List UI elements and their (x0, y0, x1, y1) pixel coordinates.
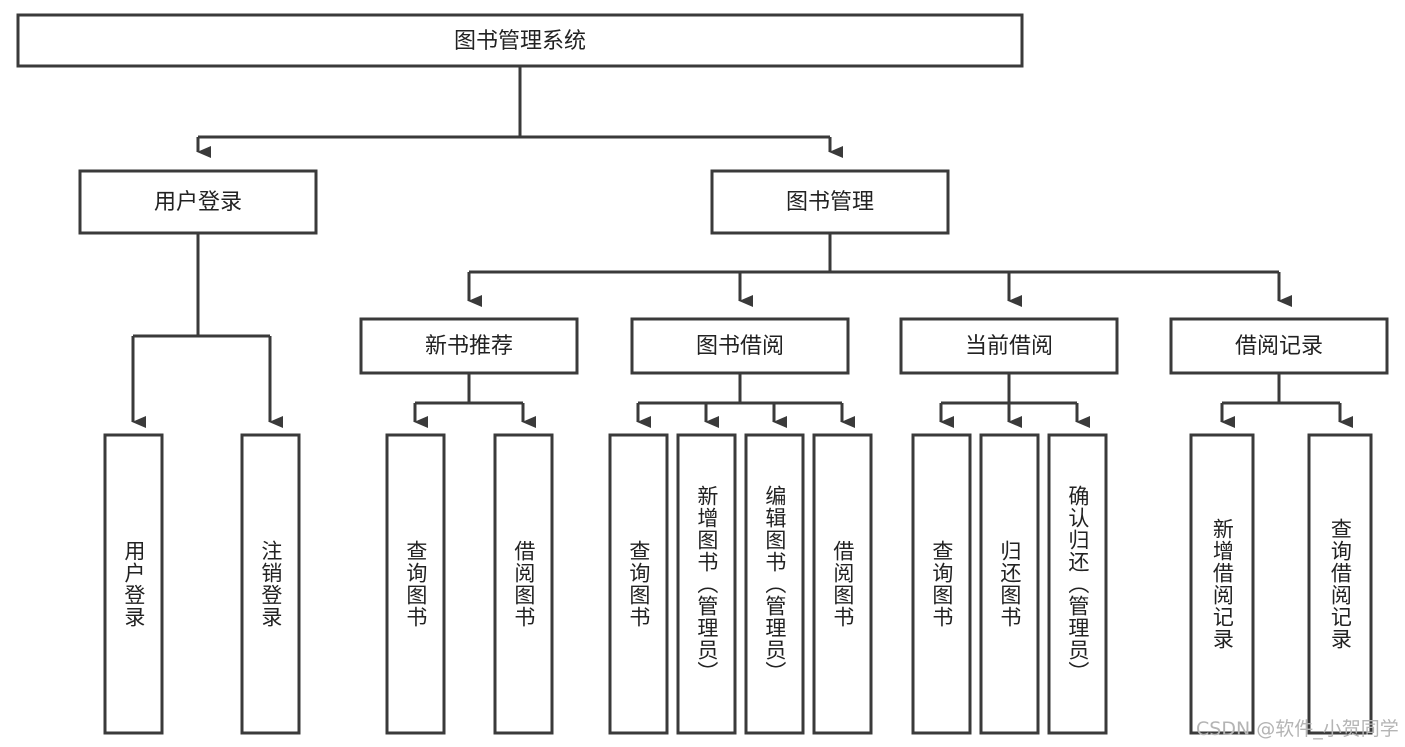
leaf-box-return-book[interactable] (979, 433, 1040, 735)
node-root-box[interactable] (16, 13, 1024, 68)
leaf-box-edit-book[interactable] (744, 433, 805, 735)
leaf-box-confirm-return[interactable] (1047, 433, 1108, 735)
node-current-borrow[interactable]: 当前借阅 (899, 317, 1119, 375)
leaf-box-query-book-3[interactable] (911, 433, 972, 735)
node-root-label: 图书管理系统 (454, 29, 586, 54)
node-book-borrow[interactable]: 图书借阅 (630, 317, 850, 375)
node-user-login[interactable]: 用户登录 (78, 169, 318, 235)
leaf-box-borrow-book-2[interactable] (812, 433, 873, 735)
leaf-box-query-book-1[interactable] (385, 433, 446, 735)
node-current-borrow-label: 当前借阅 (965, 334, 1053, 359)
node-new-book-rec-box[interactable] (359, 317, 579, 375)
node-current-borrow-box[interactable] (899, 317, 1119, 375)
node-new-book-rec[interactable]: 新书推荐 (359, 317, 579, 375)
node-borrow-record-label: 借阅记录 (1235, 334, 1323, 359)
leaf-box-user-login[interactable] (103, 433, 164, 735)
node-user-login-label: 用户登录 (154, 190, 242, 215)
node-root[interactable]: 图书管理系统 (16, 13, 1024, 68)
node-book-borrow-label: 图书借阅 (696, 334, 784, 359)
node-book-borrow-box[interactable] (630, 317, 850, 375)
leaf-box-add-record[interactable] (1189, 433, 1255, 735)
leaf-box-add-book[interactable] (676, 433, 737, 735)
node-user-login-box[interactable] (78, 169, 318, 235)
leaf-boxes (103, 433, 1373, 735)
connectors (131, 66, 1353, 428)
csdn-watermark: CSDN @软件_小贺同学 (1196, 718, 1399, 740)
node-book-manage-label: 图书管理 (786, 190, 874, 215)
leaf-box-query-record[interactable] (1307, 433, 1373, 735)
node-book-manage-box[interactable] (710, 169, 950, 235)
leaf-box-borrow-book-1[interactable] (493, 433, 554, 735)
node-borrow-record-box[interactable] (1169, 317, 1389, 375)
leaf-box-logout[interactable] (240, 433, 301, 735)
leaf-box-query-book-2[interactable] (608, 433, 669, 735)
node-book-manage[interactable]: 图书管理 (710, 169, 950, 235)
node-new-book-rec-label: 新书推荐 (425, 334, 513, 359)
node-borrow-record[interactable]: 借阅记录 (1169, 317, 1389, 375)
